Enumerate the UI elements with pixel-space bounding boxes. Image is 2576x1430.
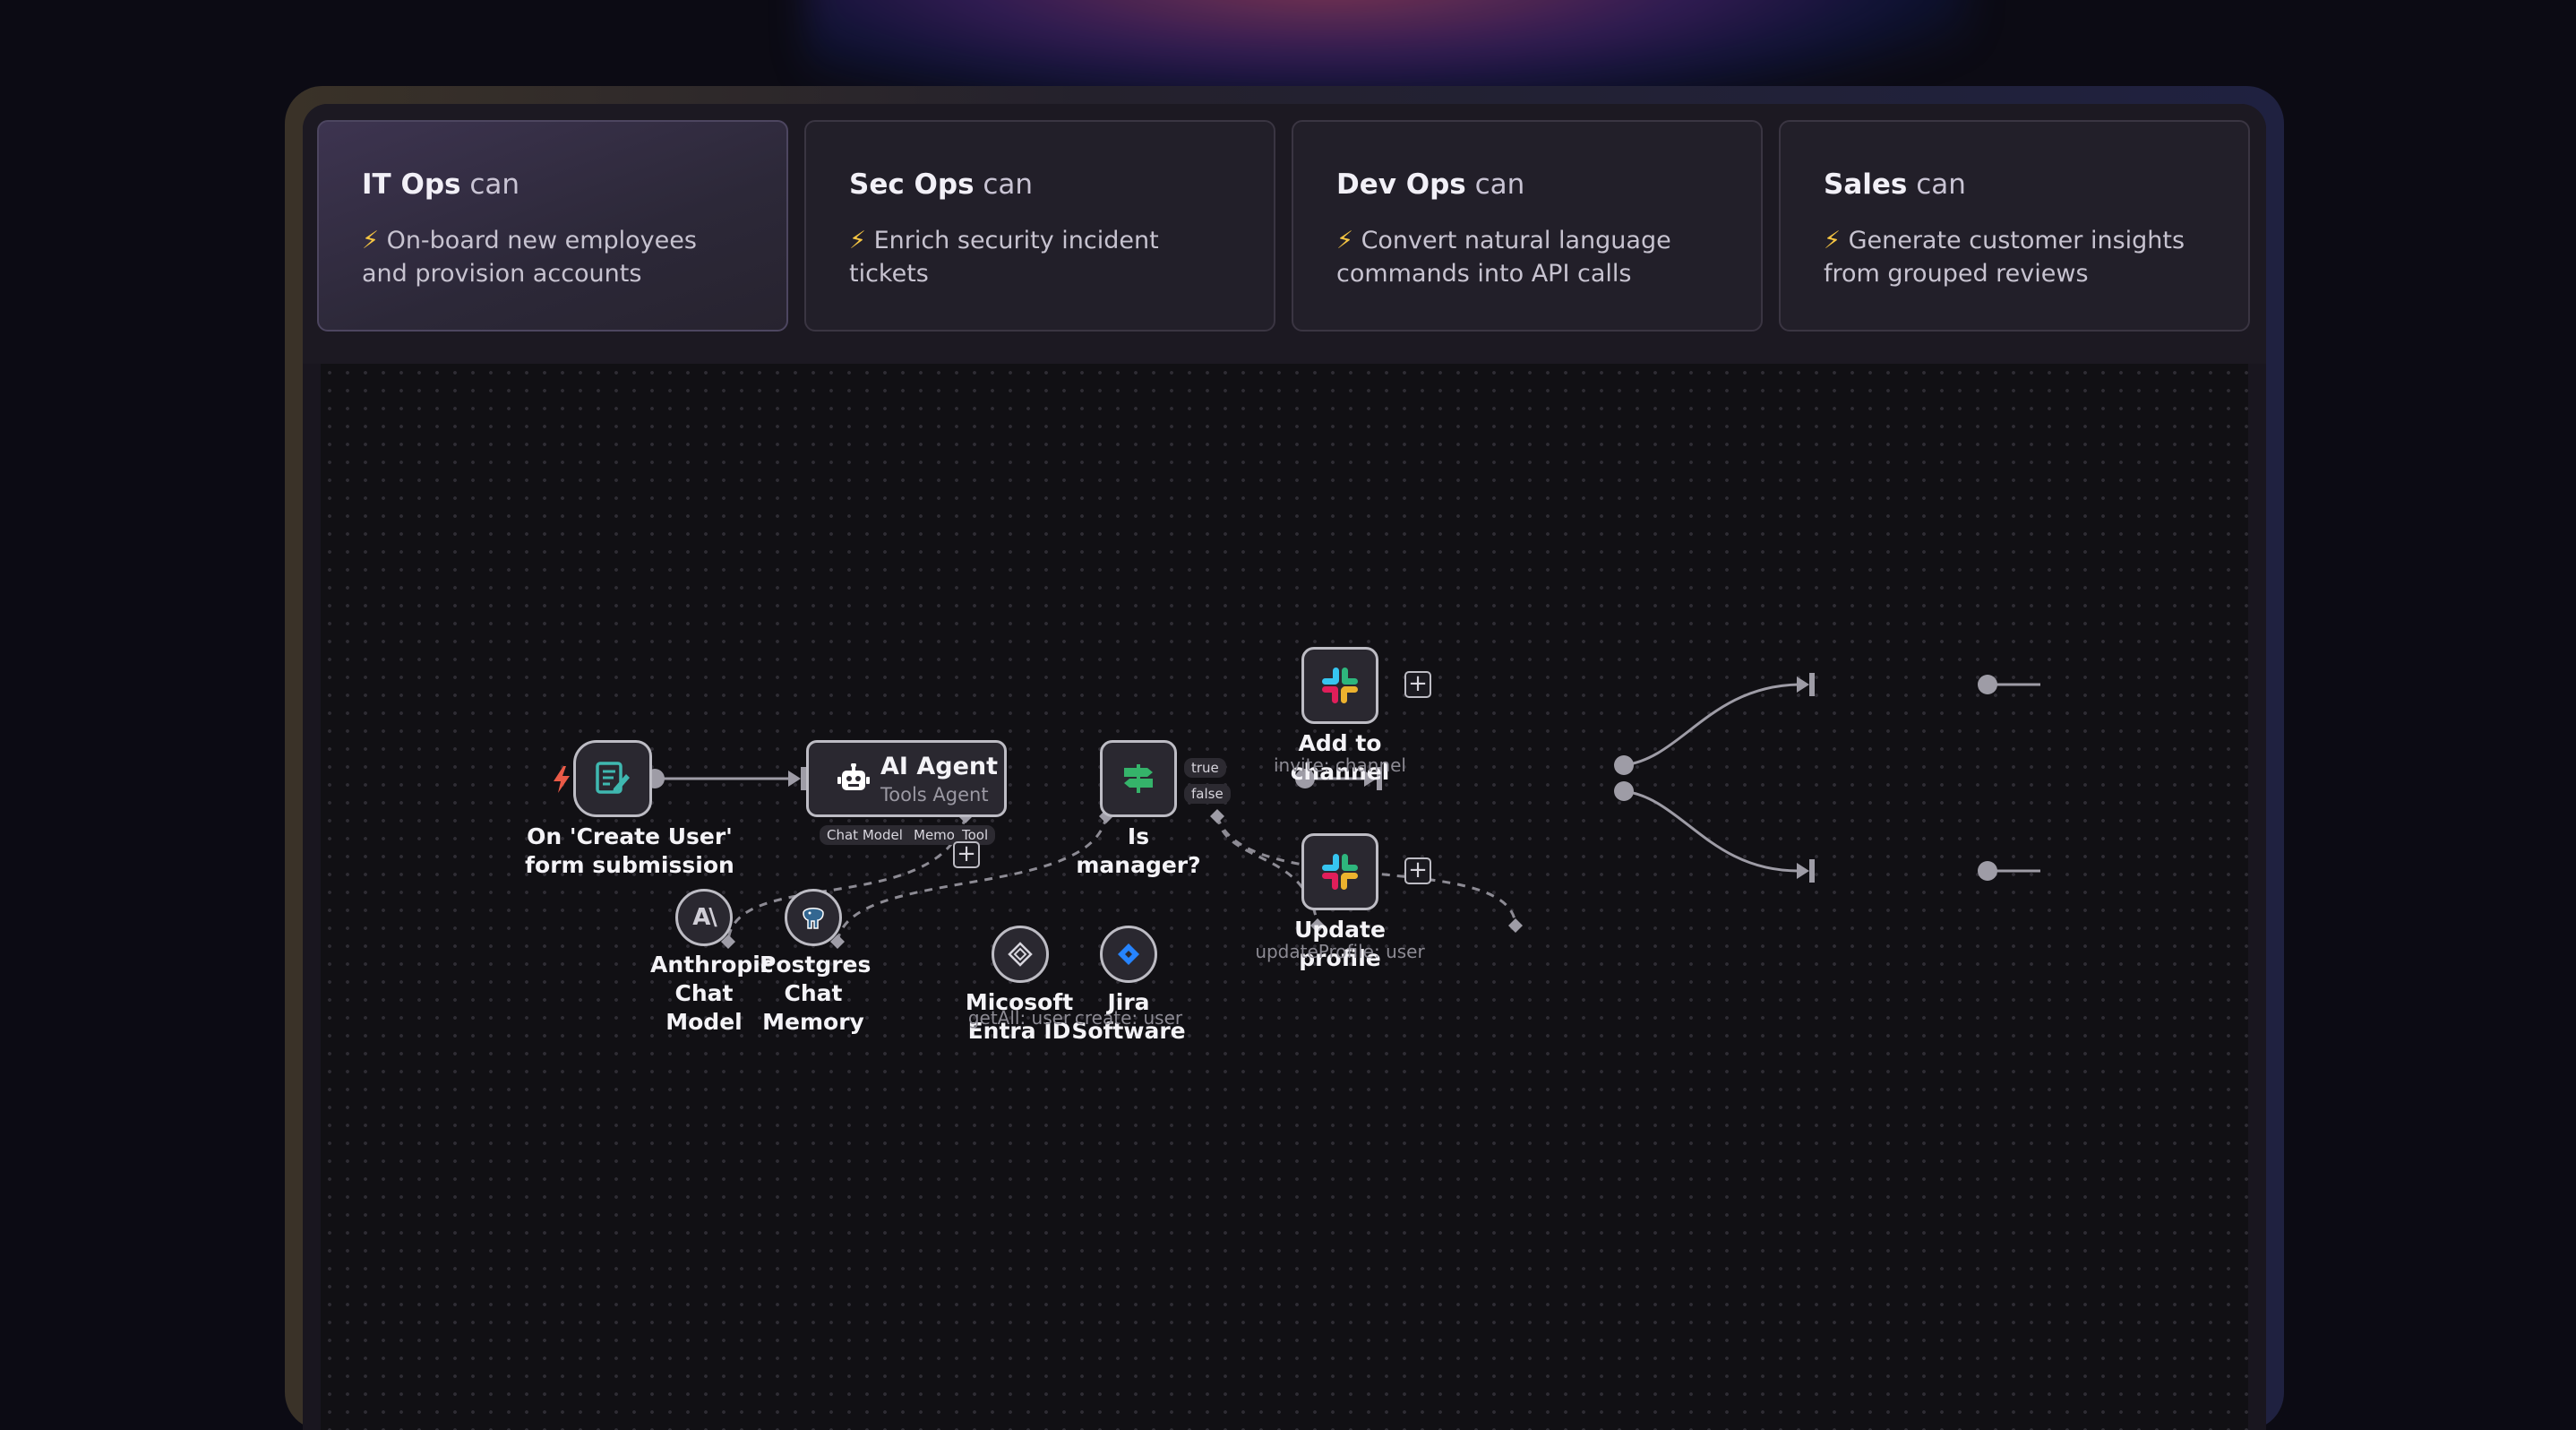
add-after-slack-add-button[interactable]: + [1404, 671, 1431, 698]
ai-agent-title: AI Agent [880, 752, 999, 780]
slack-update-sub: updateProfile: user [1255, 941, 1425, 962]
tab-sales[interactable]: Sales can ⚡ Generate customer insights f… [1779, 120, 2250, 332]
add-after-slack-update-button[interactable]: + [1404, 857, 1431, 884]
entra-label: Micosoft Entra ID [965, 989, 1074, 1044]
use-case-tabs: IT Ops can ⚡ On-board new employees and … [303, 104, 2266, 364]
slack-add-label: Add to channel [1290, 730, 1390, 785]
form-icon [596, 762, 630, 794]
bolt-icon: ⚡ [1336, 227, 1353, 254]
bolt-icon: ⚡ [849, 227, 866, 254]
tab-title: Sec Ops can [849, 168, 1034, 201]
slack-icon [1322, 668, 1358, 703]
true-branch-label: true [1184, 758, 1226, 778]
wire-chat-model [726, 815, 967, 943]
tab-it-ops[interactable]: IT Ops can ⚡ On-board new employees and … [317, 120, 788, 332]
robot-icon [837, 763, 870, 790]
slack-add-sub: invite: channel [1273, 754, 1406, 776]
wire-true [1623, 683, 1799, 767]
entra-sub: getAll: user [967, 1007, 1071, 1029]
if-node-label: Is manager? [1076, 823, 1201, 878]
form-trigger-node[interactable] [573, 740, 652, 817]
signpost-icon [1124, 764, 1153, 793]
anthropic-icon: A\ [692, 904, 717, 931]
entra-id-icon [1008, 942, 1033, 967]
tab-description: ⚡ On-board new employees and provision a… [362, 227, 697, 288]
tab-description: ⚡ Convert natural language commands into… [1336, 227, 1671, 288]
slack-icon [1322, 854, 1358, 890]
add-tool-button[interactable]: + [953, 841, 980, 868]
jira-node[interactable] [1100, 926, 1157, 983]
false-branch-label: false [1184, 784, 1231, 804]
app-frame: IT Ops can ⚡ On-board new employees and … [285, 86, 2284, 1430]
jira-sub: create: user [1074, 1007, 1183, 1029]
slack-update-node[interactable] [1301, 833, 1378, 910]
anthropic-label: Anthropic Chat Model [650, 952, 774, 1035]
jira-icon [1118, 943, 1139, 965]
anthropic-node[interactable]: A\ [675, 889, 733, 946]
ai-agent-text: AI Agent Tools Agent [880, 753, 998, 805]
tab-description: ⚡ Enrich security incident tickets [849, 227, 1159, 288]
ai-agent-subtitle: Tools Agent [880, 783, 989, 805]
slack-add-node[interactable] [1301, 647, 1378, 724]
wire-memory [836, 815, 1108, 943]
jira-label: Jira Software [1071, 989, 1186, 1044]
bolt-icon: ⚡ [1824, 227, 1841, 254]
tab-title: Sales can [1824, 168, 1966, 201]
tab-title: IT Ops can [362, 168, 520, 201]
wire-tool-jira [1215, 815, 1517, 926]
trigger-bolt-icon [554, 766, 570, 793]
postgres-elephant-icon [803, 908, 824, 929]
slack-update-label: Update profile [1294, 917, 1386, 971]
tab-title: Dev Ops can [1336, 168, 1525, 201]
connection-wires [645, 673, 2040, 949]
app-window: IT Ops can ⚡ On-board new employees and … [303, 104, 2266, 1430]
ai-agent-node[interactable]: AI Agent Tools Agent [806, 740, 1007, 817]
tab-sec-ops[interactable]: Sec Ops can ⚡ Enrich security incident t… [804, 120, 1275, 332]
tab-dev-ops[interactable]: Dev Ops can ⚡ Convert natural language c… [1292, 120, 1763, 332]
postgres-node[interactable] [785, 889, 842, 946]
wire-false [1623, 789, 1799, 873]
postgres-label: Postgres Chat Memory [760, 952, 872, 1035]
if-node[interactable] [1100, 740, 1177, 817]
form-trigger-label: On 'Create User' form submission [525, 823, 734, 878]
tool-port-label: Tool [955, 825, 996, 845]
workflow-canvas[interactable]: On 'Create User' form submission AI Agen… [321, 364, 2248, 1430]
tab-description: ⚡ Generate customer insights from groupe… [1824, 227, 2185, 288]
entra-node[interactable] [992, 926, 1049, 983]
bolt-icon: ⚡ [362, 227, 379, 254]
